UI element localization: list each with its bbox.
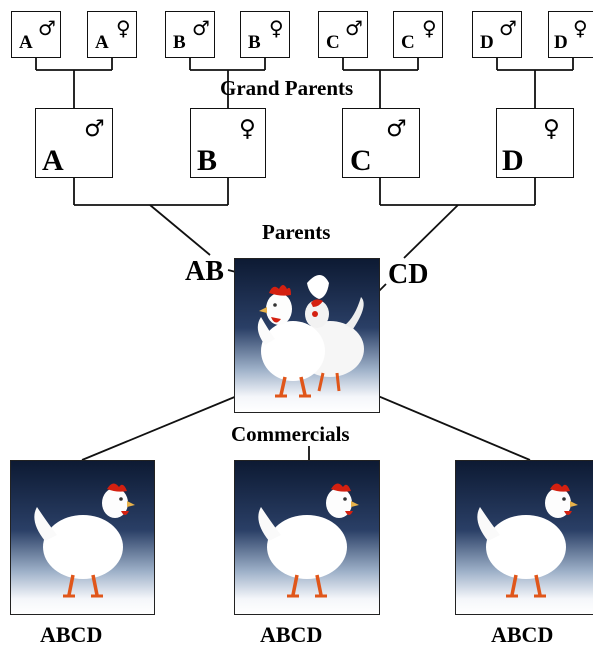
cross-label-cd: CD	[388, 259, 429, 290]
grandparent-box-c-male: C ♂	[318, 11, 368, 58]
grandparent-letter: D	[554, 32, 568, 53]
grandparent-box-a-male: A ♂	[11, 11, 61, 58]
male-symbol-icon: ♂	[499, 16, 517, 40]
parent-box-c-male: C ♂	[342, 108, 420, 178]
commercial-photo-3	[455, 460, 593, 615]
grandparent-letter: C	[326, 32, 340, 53]
male-symbol-icon: ♂	[84, 116, 105, 142]
parent-box-d-female: D ♀	[496, 108, 574, 178]
grandparent-letter: B	[248, 32, 261, 53]
grandparent-letter: D	[480, 32, 494, 53]
female-symbol-icon: ♀	[269, 16, 284, 40]
grandparent-box-d-male: D ♂	[472, 11, 522, 58]
commercial-photo-1	[10, 460, 155, 615]
grandparent-box-a-female: A ♀	[87, 11, 137, 58]
level-label-parents: Parents	[262, 220, 331, 244]
commercial-label-2: ABCD	[260, 622, 323, 647]
parent-letter: B	[197, 144, 218, 177]
commercial-photo-2	[234, 460, 380, 615]
grandparent-letter: C	[401, 32, 415, 53]
grandparent-box-b-male: B ♂	[165, 11, 215, 58]
parent-box-b-female: B ♀	[190, 108, 266, 178]
grandparent-box-c-female: C ♀	[393, 11, 443, 58]
parent-box-a-male: A ♂	[35, 108, 113, 178]
grandparent-box-b-female: B ♀	[240, 11, 290, 58]
grandparent-letter: B	[173, 32, 186, 53]
female-symbol-icon: ♀	[422, 16, 437, 40]
male-symbol-icon: ♂	[345, 16, 363, 40]
female-symbol-icon: ♀	[543, 116, 560, 142]
female-symbol-icon: ♀	[573, 16, 588, 40]
level-label-grand-parents: Grand Parents	[220, 76, 354, 100]
grandparent-letter: A	[95, 32, 109, 53]
parent-letter: D	[502, 144, 524, 177]
level-label-commercials: Commercials	[231, 422, 350, 446]
male-symbol-icon: ♂	[386, 116, 407, 142]
male-symbol-icon: ♂	[38, 16, 56, 40]
male-symbol-icon: ♂	[192, 16, 210, 40]
parent-stock-photo	[234, 258, 380, 413]
cross-label-ab: AB	[185, 256, 224, 287]
commercial-label-3: ABCD	[491, 622, 554, 647]
parent-letter: C	[350, 144, 372, 177]
parent-letter: A	[42, 144, 64, 177]
grandparent-box-d-female: D ♀	[548, 11, 593, 58]
grandparent-letter: A	[19, 32, 33, 53]
female-symbol-icon: ♀	[239, 116, 256, 142]
female-symbol-icon: ♀	[116, 16, 131, 40]
commercial-label-1: ABCD	[40, 622, 103, 647]
